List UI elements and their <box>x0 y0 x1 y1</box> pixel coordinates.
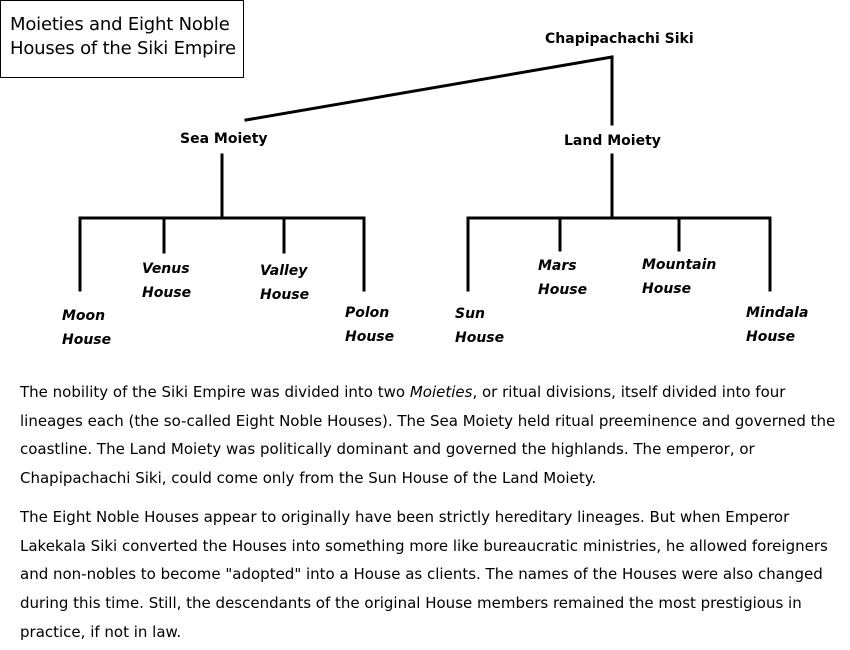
paragraph-moieties: The nobility of the Siki Empire was divi… <box>20 378 838 493</box>
title-line-2: Houses of the Siki Empire <box>10 38 236 59</box>
mindala-house-line-1: Mindala <box>746 305 809 321</box>
land-moiety-node: Land Moiety <box>564 133 661 149</box>
tree-connectors <box>78 55 772 292</box>
mindala-house-line-2: House <box>746 329 796 345</box>
mindala-house-node: Mindala House <box>746 301 808 349</box>
venus-house-node: Venus House <box>142 257 191 305</box>
title-line-1: Moieties and Eight Noble <box>10 14 230 35</box>
sea-moiety-node: Sea Moiety <box>180 131 268 147</box>
paragraph-moieties-text-2: , or ritual divisions, itself divided in… <box>20 383 836 488</box>
sun-house-line-2: House <box>455 330 505 346</box>
mountain-house-line-1: Mountain <box>642 257 717 273</box>
moon-house-line-2: House <box>62 332 112 348</box>
sun-house-node: Sun House <box>455 302 504 350</box>
mars-house-node: Mars House <box>538 254 587 302</box>
connector-root-sea <box>244 55 614 122</box>
mars-house-line-1: Mars <box>538 258 577 274</box>
polon-house-line-2: House <box>345 329 395 345</box>
mountain-house-node: Mountain House <box>642 253 716 301</box>
valley-house-line-2: House <box>260 287 310 303</box>
moon-house-node: Moon House <box>62 304 111 352</box>
root-node-emperor: Chapipachachi Siki <box>545 31 694 47</box>
mars-house-line-2: House <box>538 282 588 298</box>
moon-house-line-1: Moon <box>62 308 106 324</box>
sun-house-line-1: Sun <box>455 306 486 322</box>
diagram-title-box: Moieties and Eight Noble Houses of the S… <box>0 0 244 78</box>
polon-house-node: Polon House <box>345 301 394 349</box>
valley-house-line-1: Valley <box>260 263 308 279</box>
valley-house-node: Valley House <box>260 259 309 307</box>
paragraph-noble-houses: The Eight Noble Houses appear to origina… <box>20 508 828 641</box>
venus-house-line-1: Venus <box>142 261 190 277</box>
mountain-house-line-2: House <box>642 281 692 297</box>
paragraph-moieties-emphasis: Moieties <box>409 383 473 401</box>
paragraph-moieties-text-1: The nobility of the Siki Empire was divi… <box>20 383 410 401</box>
polon-house-line-1: Polon <box>345 305 390 321</box>
venus-house-line-2: House <box>142 285 192 301</box>
